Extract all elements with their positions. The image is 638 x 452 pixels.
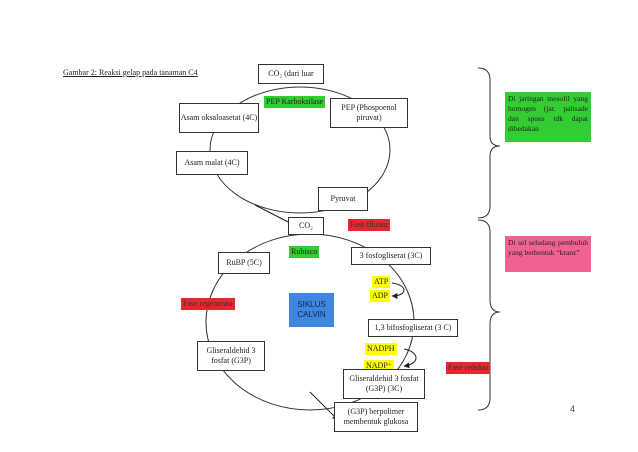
co2-box: CO₂ <box>288 217 324 235</box>
nadph-arrow <box>403 348 417 369</box>
siklus-calvin-box: SIKLUS CALVIN <box>289 293 334 327</box>
adp-label: ADP <box>370 290 391 302</box>
g3p-right-box: Gliseraldehid 3 fosfat (G3P) (3C) <box>343 369 425 399</box>
pep-box: PEP (Phospoenol piruvat) <box>330 98 408 128</box>
fase-reduksi-label: Fase reduksi <box>446 362 491 374</box>
pep-karboksilase-label: PEP Karboksilase <box>264 96 326 108</box>
atp-adp-arrow <box>391 282 405 299</box>
seludang-brace <box>477 219 501 411</box>
fase-regenerasi-label: Fase regenerasi <box>181 298 235 310</box>
seludang-note: Di sel seludang pembuluh yang berbentuk … <box>505 236 591 272</box>
fase-fiksasi-label: Fase fiksasi <box>348 219 390 231</box>
c4-cycle-ellipse <box>209 86 391 214</box>
fosfogliserat-box: 3 fosfogliserat (3C) <box>351 247 431 265</box>
page-number: 4 <box>570 404 576 414</box>
mesofil-note: Di jaringan mesofil yang homogen (jar. p… <box>505 92 591 142</box>
glucose-arrow <box>309 391 339 421</box>
rubisco-label: Rubisco <box>289 246 320 258</box>
co2-source-box: CO₂ (dari luar <box>258 64 324 84</box>
nadp-label: NADP⁺ <box>364 360 395 372</box>
pyruvat-box: Pyruvat <box>318 187 368 211</box>
g3p-left-box: Gliseraldehid 3 fosfat (G3P) <box>197 341 265 371</box>
figure-caption: Gambar 2: Reaksi gelap pada tanaman C4 <box>63 68 198 77</box>
atp-label: ATP <box>372 276 391 288</box>
glukosa-box: (G3P) berpolimer membentuk glukosa <box>334 402 418 432</box>
malat-box: Asam malat (4C) <box>176 151 248 175</box>
mesofil-brace <box>477 67 501 219</box>
rubp-box: RuBP (5C) <box>218 252 270 274</box>
oksaloasetat-box: Asam oksaloasetat (4C) <box>179 103 259 133</box>
nadph-label: NADPH <box>365 343 397 355</box>
bifosfogliserat-box: 1,3 bifosfogliserat (3 C) <box>368 319 458 337</box>
